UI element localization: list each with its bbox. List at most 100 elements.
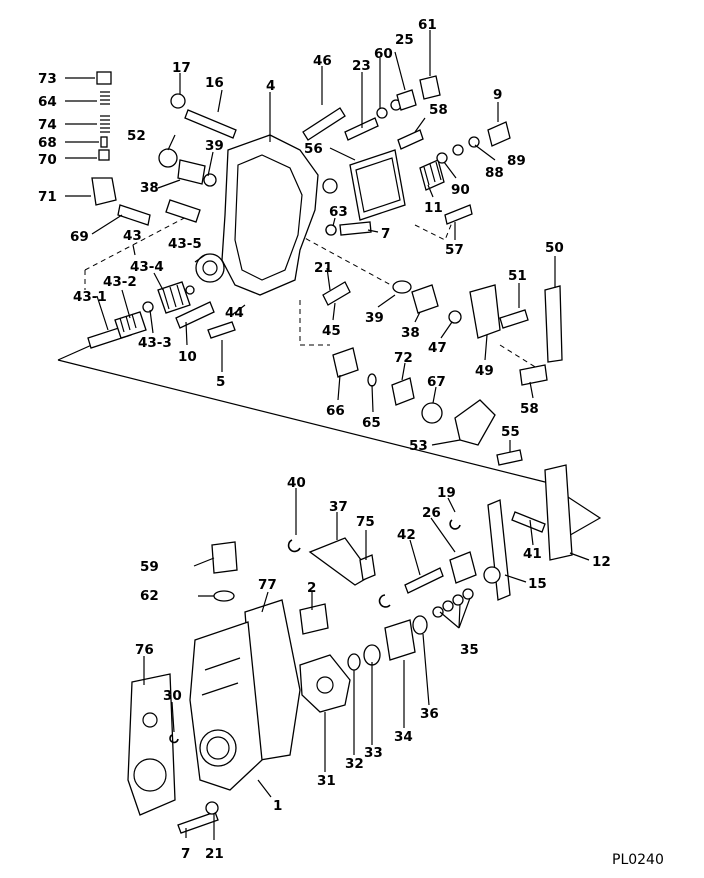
callout-11: 11 xyxy=(424,200,443,216)
part-25-nut xyxy=(396,89,417,111)
part-57-bolt xyxy=(444,204,473,225)
callout-23: 23 xyxy=(352,58,371,74)
callout-66: 66 xyxy=(326,403,345,419)
part-26-block xyxy=(449,551,477,584)
callout-12: 12 xyxy=(592,554,611,570)
callout-25: 25 xyxy=(395,32,414,48)
callout-75: 75 xyxy=(356,514,375,530)
callout-62: 62 xyxy=(140,588,159,604)
part-55-bolt xyxy=(496,449,523,466)
part-12-lever xyxy=(544,464,573,561)
part-66-plug xyxy=(332,347,359,378)
callout-69: 69 xyxy=(70,229,89,245)
callout-39-mid: 39 xyxy=(365,310,384,326)
part-49-lever xyxy=(469,284,501,339)
lever-group xyxy=(287,464,573,635)
callout-44: 44 xyxy=(225,305,244,321)
part-47-washer xyxy=(448,310,462,324)
part-59-plug xyxy=(211,541,238,574)
part-2-plate xyxy=(299,603,329,635)
part-72-cap xyxy=(391,377,415,406)
part-58-bolt xyxy=(519,364,548,386)
callout-74: 74 xyxy=(38,117,57,133)
callout-41: 41 xyxy=(523,546,542,562)
callout-43: 43 xyxy=(123,228,142,244)
callout-51: 51 xyxy=(508,268,527,284)
part-38-plug xyxy=(411,284,439,314)
part-68-pin xyxy=(100,136,108,148)
callout-5: 5 xyxy=(216,374,225,390)
part-19-clip xyxy=(449,519,461,530)
callout-46: 46 xyxy=(313,53,332,69)
callout-16: 16 xyxy=(205,75,224,91)
callout-43-4: 43-4 xyxy=(130,259,164,275)
callout-43-3: 43-3 xyxy=(138,335,172,351)
callout-55: 55 xyxy=(501,424,520,440)
callout-90: 90 xyxy=(451,182,470,198)
part-31-cam xyxy=(299,654,351,713)
callout-89: 89 xyxy=(507,153,526,169)
callout-67: 67 xyxy=(427,374,446,390)
part-10-screw xyxy=(175,301,215,329)
part-21-washer-b xyxy=(205,801,219,815)
callout-21-bottom: 21 xyxy=(205,846,224,862)
callout-58-top: 58 xyxy=(429,102,448,118)
callout-71: 71 xyxy=(38,189,57,205)
callout-32: 32 xyxy=(345,756,364,772)
callout-2: 2 xyxy=(307,580,316,596)
callout-64: 64 xyxy=(38,94,57,110)
part-89-washer xyxy=(468,136,480,148)
callout-65: 65 xyxy=(362,415,381,431)
callout-53: 53 xyxy=(409,438,428,454)
callout-68: 68 xyxy=(38,135,57,151)
callout-76: 76 xyxy=(135,642,154,658)
callout-17: 17 xyxy=(172,60,191,76)
part-73-cap xyxy=(96,71,112,85)
part-15-lever xyxy=(487,499,511,601)
callout-43-1: 43-1 xyxy=(73,289,107,305)
part-76-gasket xyxy=(127,673,176,816)
callout-35: 35 xyxy=(460,642,479,658)
part-43-5-bushing xyxy=(195,253,225,283)
part-41-spring xyxy=(511,511,546,533)
callout-36: 36 xyxy=(420,706,439,722)
callout-39-top: 39 xyxy=(205,138,224,154)
part-61-cap xyxy=(419,75,441,100)
callout-31: 31 xyxy=(317,773,336,789)
drawing-code: PL0240 xyxy=(612,852,664,868)
part-42-spring xyxy=(404,567,444,594)
part-32-ring xyxy=(347,653,361,671)
callout-37: 37 xyxy=(329,499,348,515)
part-38-cap xyxy=(177,159,206,185)
callout-30: 30 xyxy=(163,688,182,704)
callout-70: 70 xyxy=(38,152,57,168)
callout-34: 34 xyxy=(394,729,413,745)
callout-72: 72 xyxy=(394,350,413,366)
part-71-bracket xyxy=(91,177,117,206)
part-52-plug xyxy=(165,199,201,223)
callout-58-mid: 58 xyxy=(520,401,539,417)
part-4-housing xyxy=(221,134,319,296)
part-23-screw xyxy=(344,117,379,141)
callout-73: 73 xyxy=(38,71,57,87)
part-39-oring-b xyxy=(392,280,412,294)
part-50-plate xyxy=(544,285,563,363)
callout-38-top: 38 xyxy=(140,180,159,196)
part-45-bolt xyxy=(322,281,351,306)
callout-26: 26 xyxy=(422,505,441,521)
callout-57: 57 xyxy=(445,242,464,258)
callout-60: 60 xyxy=(374,46,393,62)
part-90-oring xyxy=(436,152,448,164)
upper-cover-group xyxy=(302,75,511,236)
part-63-washer xyxy=(325,224,337,236)
middle-parts xyxy=(185,280,563,466)
part-7-bolt-b xyxy=(177,811,219,834)
callout-15: 15 xyxy=(528,576,547,592)
part-5-bolt xyxy=(207,321,236,339)
callout-47: 47 xyxy=(428,340,447,356)
callout-1: 1 xyxy=(273,798,282,814)
callout-7-top: 7 xyxy=(381,226,390,242)
callout-45: 45 xyxy=(322,323,341,339)
callout-61: 61 xyxy=(418,17,437,33)
